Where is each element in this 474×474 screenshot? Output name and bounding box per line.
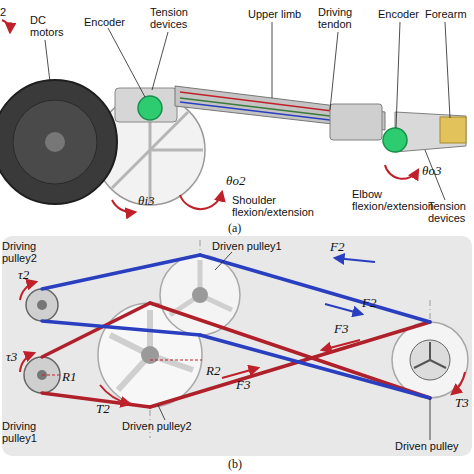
force-label: F3 — [236, 378, 260, 392]
tension-device — [115, 88, 177, 122]
part-label: Driving pulley2 — [2, 240, 62, 264]
pulley-hub — [192, 287, 208, 303]
leader-lines — [45, 40, 50, 82]
pulley-face — [410, 340, 450, 380]
part-label: Driving tendon — [318, 6, 368, 30]
radius-label: R1 — [62, 370, 86, 384]
part-label: Tension devices — [428, 200, 473, 224]
torque-arrows — [452, 372, 465, 394]
callout-number: 2 — [0, 6, 14, 18]
blue-belt — [200, 255, 430, 322]
force-label: F2 — [330, 240, 354, 254]
encoder — [383, 128, 407, 152]
part-label: Driving pulley1 — [2, 420, 62, 444]
force-label: F2 — [362, 296, 386, 310]
torque-arrows — [20, 282, 465, 404]
leader-lines — [272, 22, 273, 98]
pulley-hub — [37, 300, 47, 310]
part-label: Driven pulley2 — [122, 420, 212, 432]
rotation-arrow — [112, 200, 135, 212]
part-label: Upper limb — [248, 8, 328, 20]
force-label: F3 — [334, 322, 358, 336]
blue-belt — [42, 321, 200, 335]
leader-lines — [158, 405, 165, 420]
part-label: Encoder — [84, 16, 144, 28]
leader-lines — [330, 32, 338, 110]
wheel-spokes — [150, 149, 203, 152]
pulley-spokes — [429, 342, 431, 360]
panel-label: (b) — [228, 458, 258, 470]
angle-symbol: θo2 — [226, 174, 256, 188]
leader-lines — [396, 22, 400, 128]
torque-label: τ3 — [6, 350, 30, 364]
motor-face — [13, 100, 97, 184]
arm-render — [0, 20, 466, 212]
radius-lines — [150, 360, 202, 361]
blue-belt — [42, 255, 430, 398]
leader-lines — [45, 22, 450, 200]
radius-lines — [42, 375, 60, 376]
part-label: Driven pulley1 — [212, 240, 302, 252]
joint-label: Shoulder flexion/extension — [232, 194, 332, 218]
part-label: DC motors — [30, 14, 75, 38]
torque-arrows — [20, 282, 36, 300]
force-arrows — [322, 340, 360, 350]
panel-label: (a) — [228, 222, 258, 234]
part-label: Tension devices — [150, 6, 200, 30]
radius-label: R2 — [206, 364, 230, 378]
leader-lines — [430, 398, 431, 440]
torque-label: τ2 — [18, 268, 42, 282]
force-arrows — [325, 304, 362, 314]
elbow-block — [330, 104, 382, 140]
force-arrows — [222, 368, 258, 378]
part-label: Forearm — [425, 8, 473, 20]
leader-lines — [215, 252, 232, 270]
torque-label: T3 — [455, 396, 473, 410]
forearm-tip — [440, 117, 466, 143]
leader-lines — [108, 28, 145, 97]
dc-motor — [0, 80, 117, 204]
rotation-arrow — [385, 165, 418, 179]
angle-symbol: θi3 — [138, 194, 168, 208]
driving-pulley — [26, 289, 58, 321]
rotation-arrow — [2, 20, 10, 32]
red-belt — [150, 303, 430, 398]
rotation-arrow — [180, 192, 222, 209]
angle-symbol: θo3 — [422, 164, 452, 178]
pulley-spokes — [170, 260, 232, 315]
torque-arrows — [20, 353, 34, 372]
wheel-spokes — [112, 150, 150, 188]
pulley-spokes — [430, 360, 446, 368]
motor-hub — [45, 132, 65, 152]
part-label: Driven pulley — [395, 440, 473, 452]
driven-pulley — [392, 322, 468, 398]
driving-pulley — [24, 357, 60, 393]
leader-lines — [152, 32, 168, 90]
leader-lines — [158, 252, 430, 440]
panel-background — [2, 236, 472, 456]
driven-pulley — [160, 255, 240, 335]
force-arrows — [222, 258, 375, 378]
pulley-spokes — [414, 360, 430, 368]
leader-lines — [445, 22, 450, 118]
encoder — [138, 96, 162, 120]
pulleys — [24, 255, 468, 407]
blue-belt — [200, 335, 430, 398]
blue-belt — [42, 255, 200, 289]
pulley-spokes — [414, 342, 446, 368]
pulley-hub — [141, 346, 159, 364]
red-belt — [42, 303, 430, 407]
joint-label: Elbow flexion/extension — [352, 188, 440, 212]
torque-label: T2 — [96, 402, 120, 416]
force-arrows — [335, 258, 375, 262]
